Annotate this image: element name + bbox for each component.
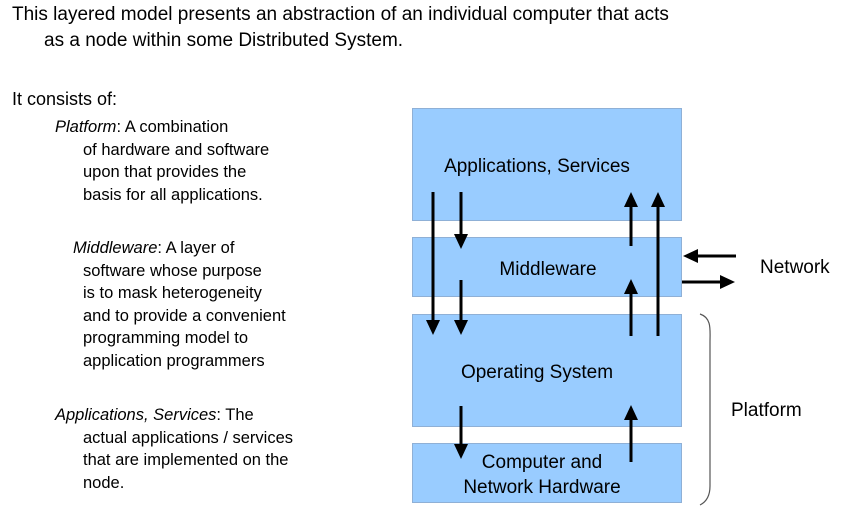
layer-hardware xyxy=(412,443,682,503)
intro-line-2: as a node within some Distributed System… xyxy=(44,30,404,51)
layer-hardware-label-2: Network Hardware xyxy=(463,477,621,498)
definition-platform: Platform: A combination of hardware and … xyxy=(55,118,270,204)
layer-hardware-label-1: Computer and xyxy=(481,452,603,473)
definition-applications: Applications, Services: The actual appli… xyxy=(55,406,294,492)
term-middleware: Middleware xyxy=(73,239,158,257)
layer-operating-system-label: Operating System xyxy=(460,362,614,383)
platform-label: Platform xyxy=(731,400,802,421)
layer-operating-system xyxy=(412,314,682,427)
layer-applications xyxy=(412,108,682,221)
term-applications: Applications, Services xyxy=(55,406,217,424)
network-label: Network xyxy=(760,257,830,278)
layer-applications-label: Applications, Services xyxy=(444,156,630,177)
intro-line-1: This layered model presents an abstracti… xyxy=(12,4,669,25)
definition-middleware: Middleware: A layer of software whose pu… xyxy=(73,239,286,370)
layer-middleware xyxy=(412,237,682,297)
platform-bracket xyxy=(699,313,711,506)
layer-middleware-label: Middleware xyxy=(499,259,597,280)
consists-of-heading: It consists of: xyxy=(12,89,118,109)
term-platform: Platform xyxy=(55,118,117,136)
